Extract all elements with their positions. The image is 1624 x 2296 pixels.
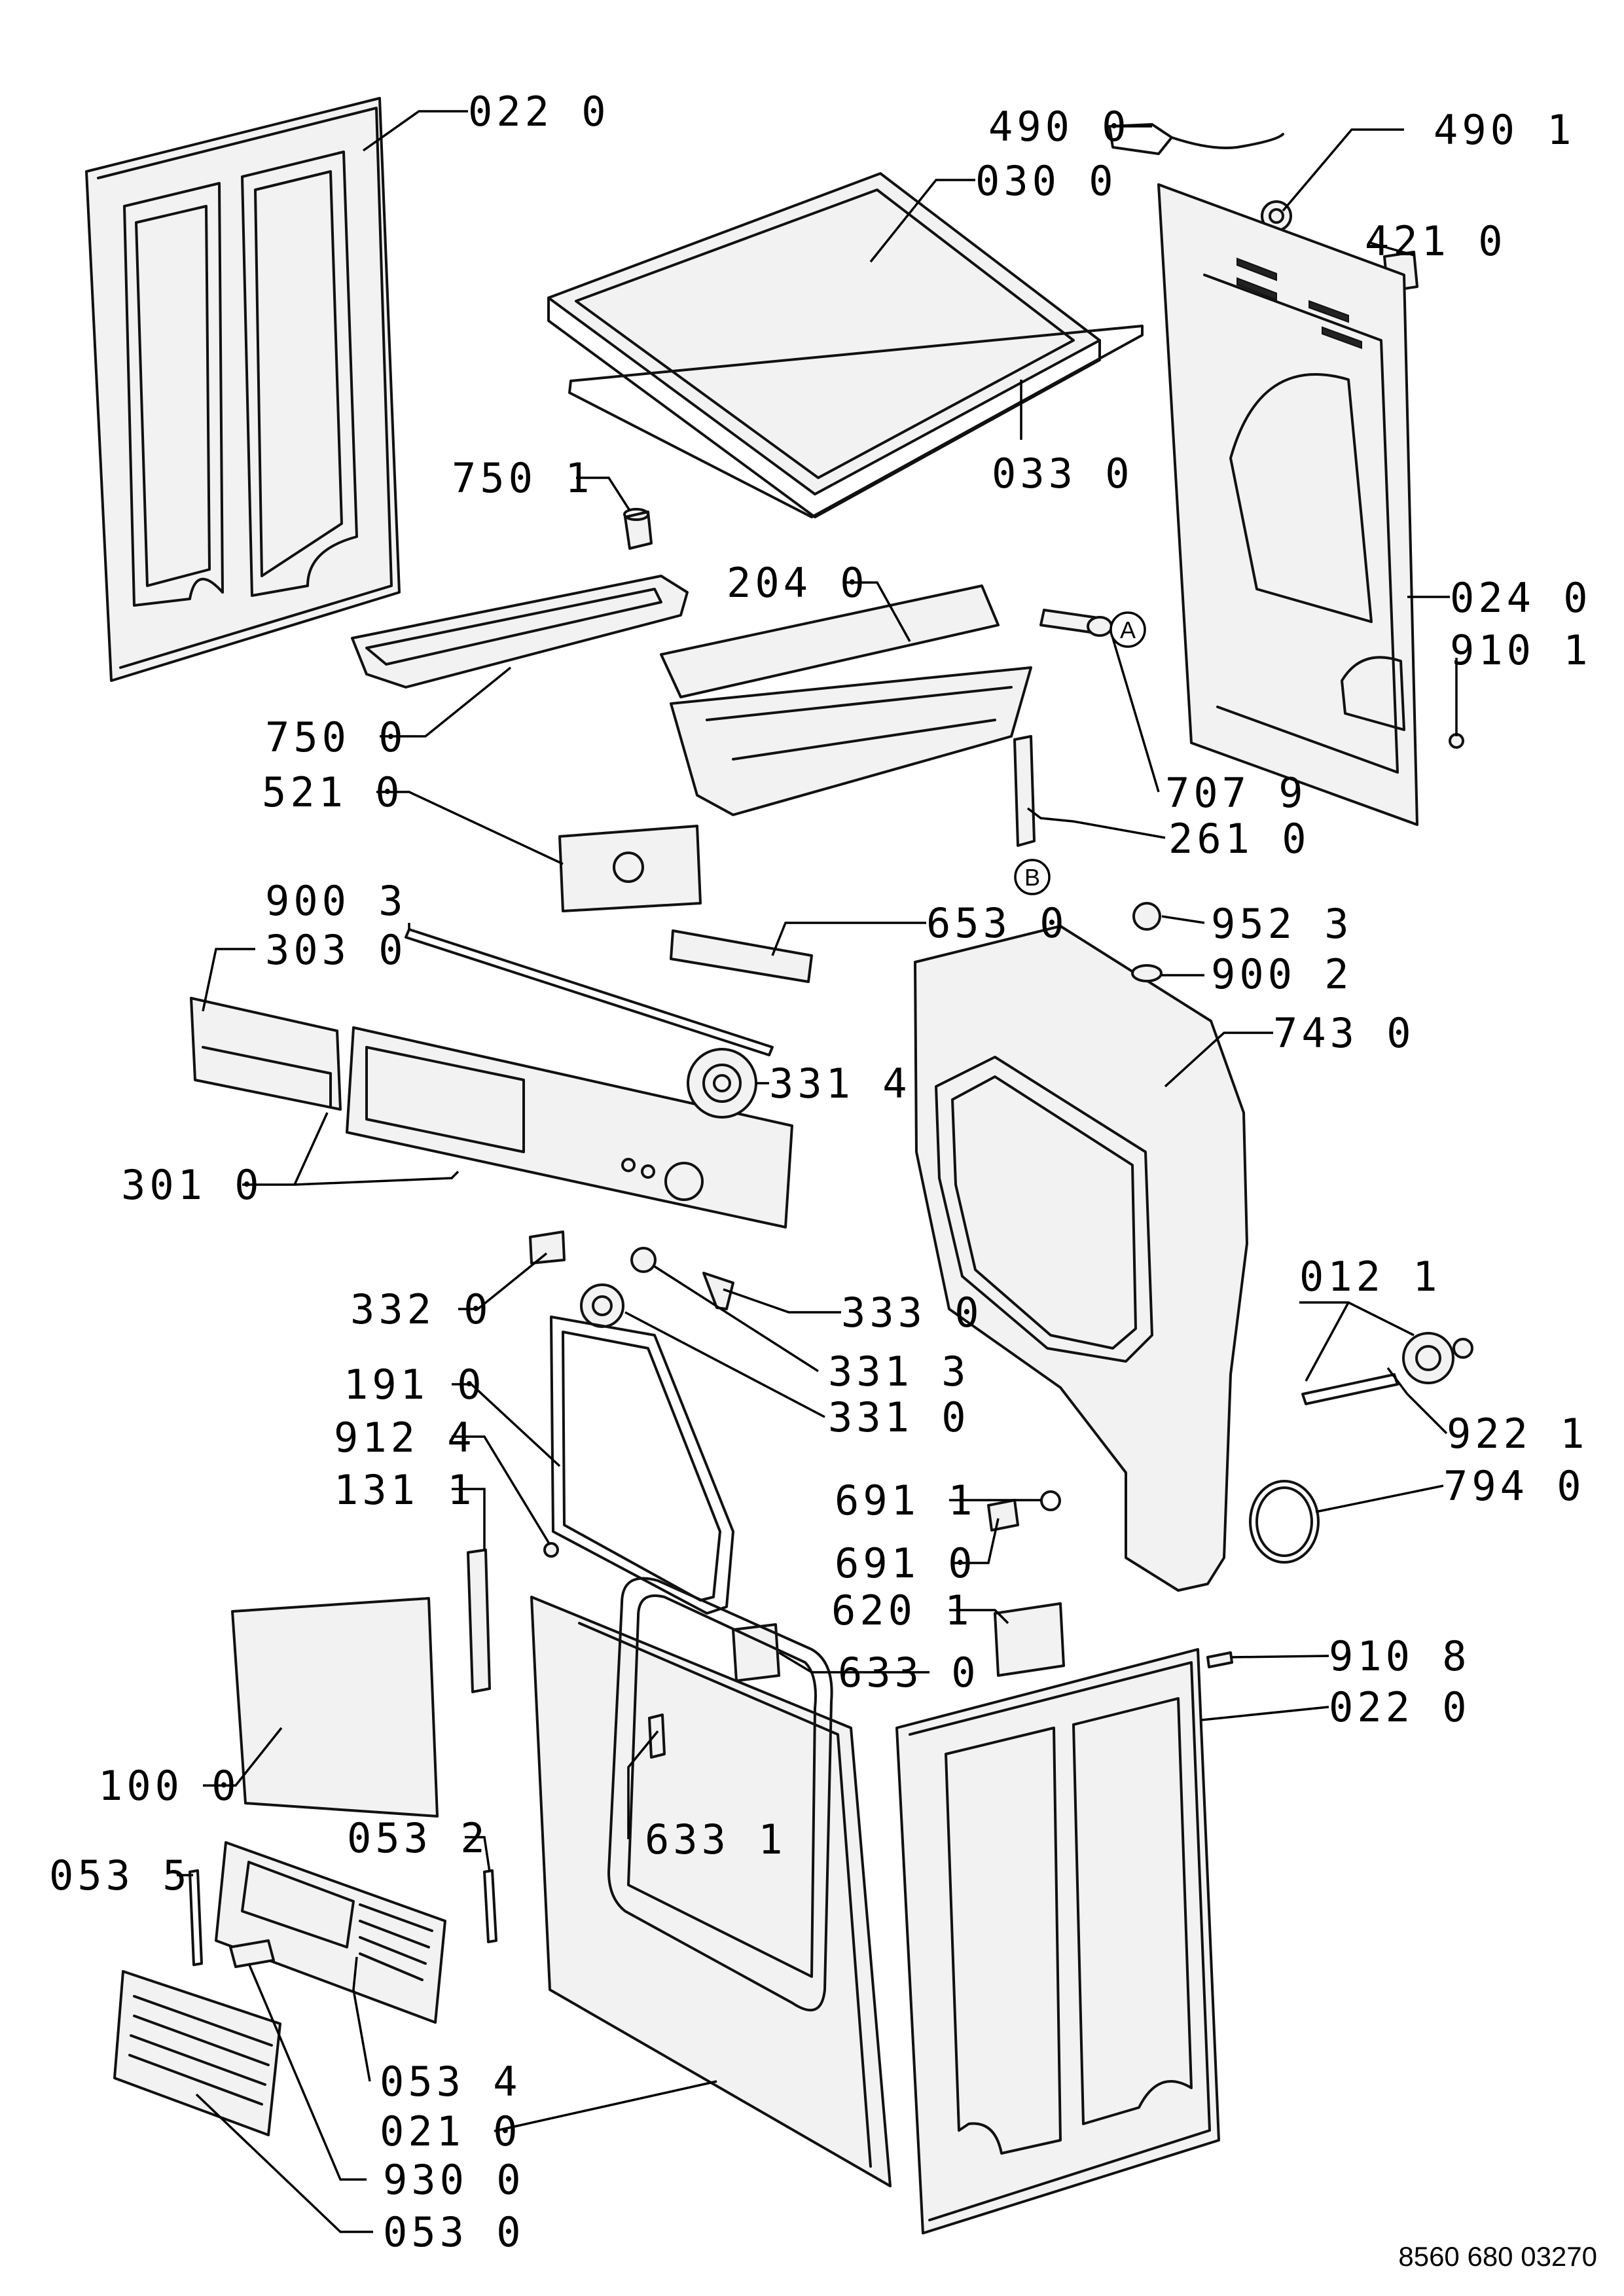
reference-a: A — [1110, 611, 1146, 648]
label-910-8: 910 8 — [1329, 1632, 1471, 1680]
reference-b: B — [1014, 859, 1051, 895]
bracket — [670, 929, 813, 983]
label-204-0: 204 0 — [727, 559, 869, 607]
side-panel-left — [85, 97, 401, 682]
label-490-0: 490 0 — [988, 103, 1130, 151]
air-duct — [660, 584, 1036, 847]
label-053-0: 053 0 — [383, 2208, 525, 2256]
label-301-0: 301 0 — [121, 1161, 263, 1209]
filter-holder — [987, 1499, 1019, 1532]
filter-seal — [1040, 1490, 1061, 1511]
label-333-0: 333 0 — [841, 1289, 983, 1336]
label-490-1: 490 1 — [1434, 106, 1576, 154]
label-743-0: 743 0 — [1273, 1009, 1415, 1057]
lever — [702, 1272, 734, 1310]
electronic-module — [994, 1602, 1065, 1677]
label-794-0: 794 0 — [1443, 1462, 1585, 1510]
label-900-2: 900 2 — [1211, 950, 1353, 998]
frame-pin — [483, 1869, 497, 1943]
label-900-3: 900 3 — [265, 877, 407, 925]
label-910-1: 910 1 — [1450, 626, 1592, 674]
door-gasket — [550, 1316, 734, 1615]
leader-lines — [177, 110, 1458, 2233]
label-030-0: 030 0 — [975, 157, 1117, 205]
grille — [113, 1970, 281, 2136]
control-panel — [346, 1026, 793, 1229]
label-303-0: 303 0 — [265, 926, 407, 974]
label-131-1: 131 1 — [334, 1466, 476, 1514]
small-rod — [189, 1869, 203, 1966]
label-912-4: 912 4 — [334, 1414, 476, 1462]
label-012-1: 012 1 — [1299, 1253, 1441, 1300]
top-cover-sheet — [568, 325, 1144, 518]
part-labels: 022 0 490 0 490 1 030 0 421 0 033 0 750 … — [49, 88, 1592, 2256]
power-cord — [1108, 123, 1284, 155]
label-022-0-top: 022 0 — [468, 88, 610, 135]
label-261-0: 261 0 — [1168, 815, 1310, 863]
switch — [529, 1230, 566, 1265]
top-cover — [547, 172, 1101, 518]
small-cylinder — [623, 508, 653, 550]
label-691-0: 691 0 — [835, 1539, 977, 1587]
knob-small — [630, 1247, 657, 1273]
screw-front — [1206, 1651, 1233, 1668]
knob-large — [580, 1283, 624, 1328]
access-panel — [231, 1597, 439, 1818]
fastener-cap — [1131, 964, 1163, 982]
label-331-3: 331 3 — [828, 1348, 970, 1395]
drum-housing — [914, 925, 1248, 1592]
clip — [229, 1939, 275, 1968]
label-331-0: 331 0 — [828, 1393, 970, 1441]
label-021-0: 021 0 — [380, 2108, 522, 2155]
side-panel-right — [895, 1648, 1220, 2234]
label-922-1: 922 1 — [1447, 1410, 1589, 1458]
label-930-0: 930 0 — [383, 2156, 525, 2204]
selector-knob — [687, 1048, 757, 1119]
rod — [405, 928, 774, 1056]
duct-tray — [351, 575, 689, 689]
label-750-0: 750 0 — [265, 713, 407, 761]
label-653-0: 653 0 — [926, 899, 1068, 947]
label-022-0-bottom: 022 0 — [1329, 1683, 1471, 1731]
document-number: 8560 680 03270 — [1398, 2241, 1597, 2272]
lock-pin — [648, 1713, 666, 1759]
label-100-0: 100 0 — [98, 1762, 240, 1810]
label-691-1: 691 1 — [835, 1477, 977, 1524]
label-750-1: 750 1 — [452, 454, 594, 502]
label-053-5: 053 5 — [49, 1852, 191, 1899]
fastener-top — [1132, 902, 1161, 931]
label-191-0: 191 0 — [344, 1361, 486, 1408]
temperature-sensor — [1039, 609, 1113, 637]
mounting-plate — [558, 825, 702, 912]
label-633-1: 633 1 — [645, 1816, 787, 1863]
label-033-0: 033 0 — [992, 450, 1134, 497]
front-panel — [530, 1577, 892, 2187]
label-521-0: 521 0 — [262, 768, 404, 816]
label-952-3: 952 3 — [1211, 900, 1353, 948]
screw-door — [543, 1542, 559, 1558]
louvre-frame — [215, 1841, 446, 2024]
label-053-4: 053 4 — [380, 2058, 522, 2106]
label-620-1: 620 1 — [831, 1587, 973, 1634]
rear-panel — [1157, 183, 1418, 826]
label-331-4: 331 4 — [769, 1060, 911, 1107]
label-024-0: 024 0 — [1450, 574, 1592, 622]
label-633-0: 633 0 — [838, 1649, 980, 1696]
svg-text:B: B — [1024, 864, 1040, 891]
label-053-2: 053 2 — [347, 1814, 489, 1862]
svg-text:A: A — [1120, 617, 1136, 643]
belt-ring — [1249, 1480, 1320, 1564]
door-hinge — [467, 1549, 491, 1693]
drive-shaft — [1301, 1332, 1473, 1405]
label-707-9: 707 9 — [1165, 769, 1307, 817]
label-332-0: 332 0 — [350, 1285, 492, 1333]
label-421-0: 421 0 — [1365, 217, 1507, 265]
water-drawer — [190, 997, 342, 1111]
